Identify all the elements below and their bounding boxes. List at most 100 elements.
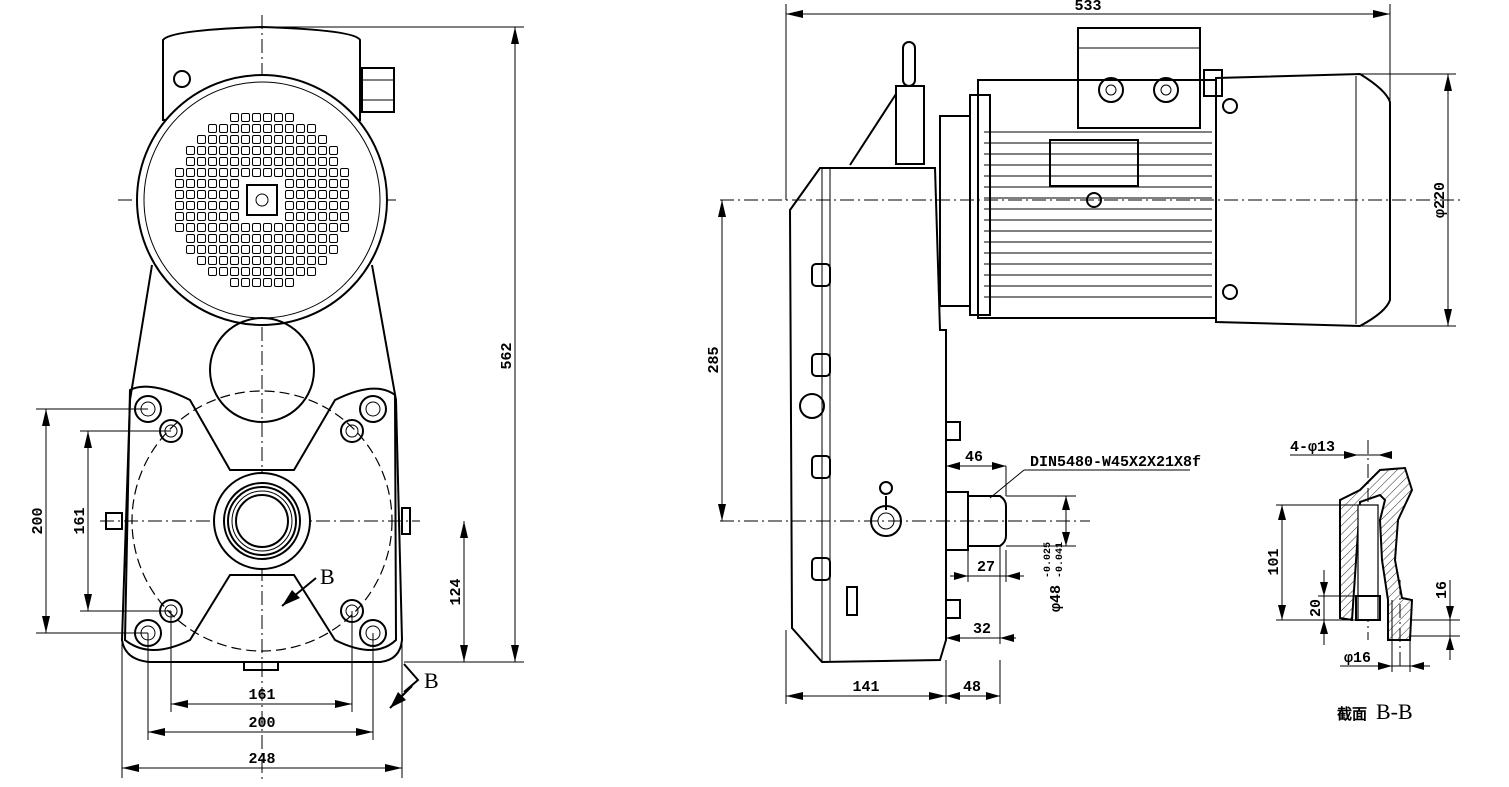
grille-slot: [329, 201, 338, 210]
grille-slot: [208, 179, 217, 188]
svg-text:DIN5480-W45X2X21X8f: DIN5480-W45X2X21X8f: [1030, 454, 1201, 471]
grille-slot: [307, 190, 316, 199]
grille-slot: [186, 179, 195, 188]
grille-slot: [252, 234, 261, 243]
grille-slot: [318, 234, 327, 243]
grille-slot: [329, 179, 338, 188]
svg-text:48: 48: [963, 679, 981, 696]
section-title: B-B: [1376, 699, 1413, 724]
side-boss-right: [401, 507, 411, 535]
grille-slot: [197, 146, 206, 155]
grille-slot: [197, 135, 206, 144]
grille-slot: [252, 157, 261, 166]
grille-slot: [274, 157, 283, 166]
grille-slot: [274, 278, 283, 287]
grille-slot: [241, 113, 250, 122]
dim-bolt-horizontal: 161: [170, 611, 353, 712]
dim-motor-axis-height: 285: [706, 200, 726, 521]
grille-slot: [252, 256, 261, 265]
grille-slot: [318, 212, 327, 221]
grille-slot: [252, 124, 261, 133]
grille-slot: [329, 190, 338, 199]
grille-slot: [307, 223, 316, 232]
grille-slot: [285, 256, 294, 265]
section-label-bottom: B: [424, 668, 439, 693]
dim-dia16: φ16: [1340, 600, 1430, 672]
grille-slot: [252, 223, 261, 232]
grille-slot: [252, 168, 261, 177]
dim-stud-length: 32: [946, 546, 1016, 644]
grille-slot: [263, 267, 272, 276]
stud-top: [945, 421, 961, 441]
grille-slot: [186, 212, 195, 221]
grille-slot: [318, 179, 327, 188]
grille-slot: [307, 245, 316, 254]
svg-text:46: 46: [965, 449, 983, 466]
grille-slot: [263, 278, 272, 287]
grille-slot: [230, 267, 239, 276]
section-hole: [1357, 504, 1379, 621]
grille-slot: [307, 135, 316, 144]
grille-slot: [230, 124, 239, 133]
grille-slot: [318, 168, 327, 177]
svg-text:161: 161: [72, 507, 89, 534]
grille-slot: [274, 124, 283, 133]
svg-text:φ220: φ220: [1432, 182, 1449, 218]
grille-slot: [197, 234, 206, 243]
grille-slot: [263, 135, 272, 144]
svg-text:-0.041: -0.041: [1055, 542, 1066, 578]
grille-slot: [208, 256, 217, 265]
grille-slot: [197, 190, 206, 199]
grille-slot: [175, 179, 184, 188]
grille-slot: [219, 124, 228, 133]
grille-slot: [285, 245, 294, 254]
grille-slot: [208, 146, 217, 155]
grille-slot: [252, 113, 261, 122]
svg-text:φ48: φ48: [1048, 585, 1065, 612]
dim-20: 20: [1308, 570, 1356, 645]
grille-slot: [285, 223, 294, 232]
grille-slot: [263, 113, 272, 122]
grille-slot: [274, 245, 283, 254]
svg-text:φ16: φ16: [1344, 650, 1371, 667]
grille-slot: [285, 212, 294, 221]
grille-slot: [285, 146, 294, 155]
grille-slot: [263, 146, 272, 155]
grille-slot: [318, 201, 327, 210]
grille-slot: [296, 157, 305, 166]
grille-slot: [274, 113, 283, 122]
grille-slot: [274, 234, 283, 243]
grille-slot: [329, 223, 338, 232]
grille-slot: [329, 146, 338, 155]
grille-slot: [197, 179, 206, 188]
grille-slot: [197, 256, 206, 265]
grille-slot: [219, 146, 228, 155]
grille-slot: [241, 157, 250, 166]
grille-slot: [230, 135, 239, 144]
grille-slot: [263, 157, 272, 166]
svg-text:200: 200: [30, 507, 47, 534]
grille-slot: [230, 146, 239, 155]
grille-slot: [208, 223, 217, 232]
grille-slot: [241, 168, 250, 177]
grille-slot: [241, 135, 250, 144]
grille-slot: [208, 267, 217, 276]
grille-slot: [230, 212, 239, 221]
section-arrow-top: B: [281, 564, 335, 607]
grille-slot: [285, 168, 294, 177]
grille-slot: [230, 245, 239, 254]
dim-101: 101: [1266, 504, 1358, 621]
svg-text:16: 16: [1434, 581, 1451, 599]
grille-slot: [307, 168, 316, 177]
grille-slot: [307, 267, 316, 276]
svg-text:141: 141: [852, 679, 879, 696]
grille-slot: [252, 267, 261, 276]
grille-slot: [307, 234, 316, 243]
section-counterbore: [1355, 595, 1381, 621]
grille-slot: [230, 168, 239, 177]
dim-shaft-length: 27: [950, 550, 1024, 582]
grille-slot: [340, 179, 349, 188]
grille-slot: [186, 234, 195, 243]
section-bb: 4-φ13 101 20 16: [1266, 439, 1460, 724]
svg-text:20: 20: [1308, 599, 1325, 617]
